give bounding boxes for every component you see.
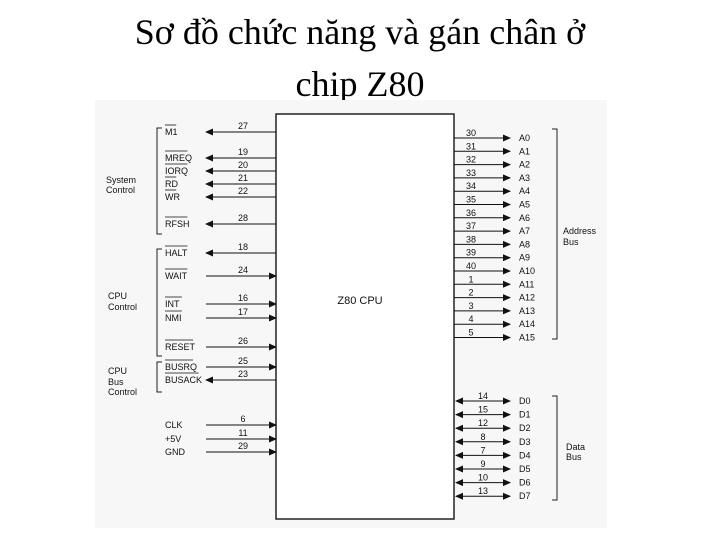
- pin-number-d0: 14: [478, 391, 488, 401]
- pin-number-a10: 40: [466, 261, 476, 271]
- page-title-line-1: Sơ đồ chức năng và gán chân ở: [134, 12, 586, 52]
- chip-label: Z80 CPU: [337, 295, 382, 307]
- signal-label-int: INT: [165, 299, 180, 309]
- signal-label-a4: A4: [519, 186, 530, 196]
- signal-label-d0: D0: [519, 396, 531, 406]
- signal-label-d2: D2: [519, 423, 531, 433]
- signal-label-a15: A15: [519, 333, 535, 343]
- pin-number-a8: 38: [466, 234, 476, 244]
- pin-number-d6: 10: [478, 473, 488, 483]
- brace-cpu-bus-control: [156, 361, 162, 393]
- pin-number-rfsh: 28: [238, 213, 248, 223]
- page-title-line-2: chip Z80: [295, 64, 425, 104]
- signal-label-d7: D7: [519, 491, 531, 501]
- pin-number-a6: 36: [466, 208, 476, 218]
- pin-number-wait: 24: [238, 265, 248, 275]
- signal-label-a8: A8: [519, 239, 530, 249]
- pin-number-busrq: 25: [238, 356, 248, 366]
- signal-label-busack: BUSACK: [165, 375, 202, 385]
- group-label-data-bus: Data Bus: [566, 442, 588, 462]
- signal-label-d6: D6: [519, 478, 531, 488]
- signal-label-halt: HALT: [165, 248, 188, 258]
- pin-number-busack: 23: [238, 369, 248, 379]
- pin-number-d1: 15: [478, 405, 488, 415]
- signal-label-a0: A0: [519, 133, 530, 143]
- signal-label-reset: RESET: [165, 342, 196, 352]
- pin-number-a7: 37: [466, 221, 476, 231]
- signal-label-d5: D5: [519, 464, 531, 474]
- signal-label-a14: A14: [519, 319, 535, 329]
- signal-label-d4: D4: [519, 450, 531, 460]
- pin-number-a5: 35: [466, 195, 476, 205]
- pin-number-a3: 33: [466, 168, 476, 178]
- pin-number-rd: 21: [238, 173, 248, 183]
- signal-label-5v: +5V: [165, 434, 181, 444]
- pin-number-d4: 7: [480, 445, 485, 455]
- pin-number-a14: 4: [468, 314, 473, 324]
- pin-number-a9: 39: [466, 248, 476, 258]
- signal-label-a11: A11: [519, 279, 534, 289]
- signal-label-a10: A10: [519, 266, 535, 276]
- signal-label-iorq: IORQ: [165, 166, 188, 176]
- pin-number-d5: 9: [480, 459, 485, 469]
- pin-number-clk: 6: [240, 414, 245, 424]
- signal-label-rfsh: RFSH: [165, 219, 190, 229]
- pin-number-iorq: 20: [238, 160, 248, 170]
- pin-number-halt: 18: [238, 242, 248, 252]
- signal-label-m1: M1: [165, 127, 178, 137]
- pin-number-mreq: 19: [238, 147, 248, 157]
- pin-number-a12: 2: [468, 288, 473, 298]
- signal-label-a7: A7: [519, 226, 530, 236]
- group-label-cpu-bus-control: CPU Bus Control: [108, 366, 137, 397]
- brace-cpu-control: [156, 248, 162, 357]
- group-label-address-bus: Address Bus: [563, 226, 599, 247]
- pin-number-int: 16: [238, 293, 248, 303]
- pin-number-reset: 26: [238, 336, 248, 346]
- signal-label-a12: A12: [519, 293, 535, 303]
- signal-label-a6: A6: [519, 213, 530, 223]
- pin-number-a15: 5: [468, 328, 473, 338]
- pin-number-a13: 3: [468, 301, 473, 311]
- group-label-cpu-control: CPU Control: [108, 291, 137, 312]
- chip-body: [275, 113, 455, 520]
- pin-number-gnd: 29: [238, 441, 248, 451]
- pin-number-d3: 8: [480, 432, 485, 442]
- pin-number-a4: 34: [466, 181, 476, 191]
- pin-number-nmi: 17: [238, 307, 248, 317]
- signal-label-a1: A1: [519, 146, 530, 156]
- pin-number-d7: 13: [478, 486, 488, 496]
- pin-number-m1: 27: [238, 121, 248, 131]
- signal-label-a13: A13: [519, 306, 535, 316]
- signal-label-d1: D1: [519, 410, 531, 420]
- pin-number-a11: 1: [468, 274, 473, 284]
- pin-number-wr: 22: [238, 186, 248, 196]
- signal-label-d3: D3: [519, 437, 531, 447]
- brace-address-bus: [552, 128, 558, 340]
- signal-label-wait: WAIT: [165, 271, 188, 281]
- pin-number-d2: 12: [478, 418, 488, 428]
- signal-label-nmi: NMI: [165, 313, 182, 323]
- brace-data-bus: [552, 395, 558, 501]
- signal-label-clk: CLK: [165, 420, 183, 430]
- signal-label-mreq: MREQ: [165, 153, 192, 163]
- pin-number-a2: 32: [466, 155, 476, 165]
- brace-system-control: [156, 127, 162, 235]
- signal-label-rd: RD: [165, 179, 178, 189]
- signal-label-a5: A5: [519, 200, 530, 210]
- group-label-system-control: System Control: [106, 175, 139, 195]
- pin-number-a0: 30: [466, 128, 476, 138]
- signal-label-a9: A9: [519, 253, 530, 263]
- signal-label-wr: WR: [165, 192, 180, 202]
- pin-number-a1: 31: [466, 141, 476, 151]
- signal-label-gnd: GND: [165, 447, 186, 457]
- signal-label-busrq: BUSRQ: [165, 362, 197, 372]
- pin-number-5v: 11: [238, 428, 247, 438]
- signal-label-a2: A2: [519, 160, 530, 170]
- signal-label-a3: A3: [519, 173, 530, 183]
